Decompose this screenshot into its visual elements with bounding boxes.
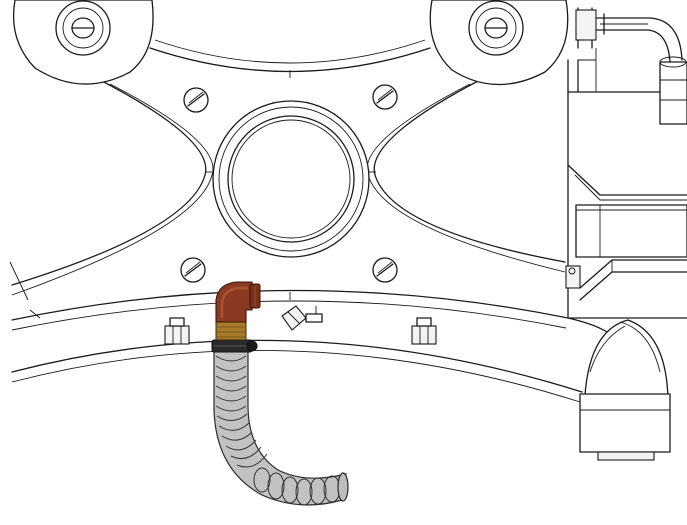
brass-fitting (215, 321, 247, 341)
hex-bolt-icon (411, 317, 437, 345)
right-pulley (429, 0, 569, 86)
slotted-screw-icon (183, 87, 209, 113)
hose-clamp-icon (211, 339, 258, 353)
slotted-screw-icon (372, 84, 398, 110)
angled-fitting (281, 305, 323, 331)
slotted-screw-icon (372, 257, 398, 283)
left-pulley (12, 0, 154, 85)
slotted-screw-icon (180, 257, 206, 283)
center-bore (212, 100, 370, 258)
hex-bolt-icon (164, 317, 190, 345)
right-mechanism (565, 7, 687, 461)
elbow-fitting-icon (215, 281, 261, 323)
hose-assembly (211, 281, 349, 506)
spring-reinforced-hose-icon (213, 349, 349, 506)
